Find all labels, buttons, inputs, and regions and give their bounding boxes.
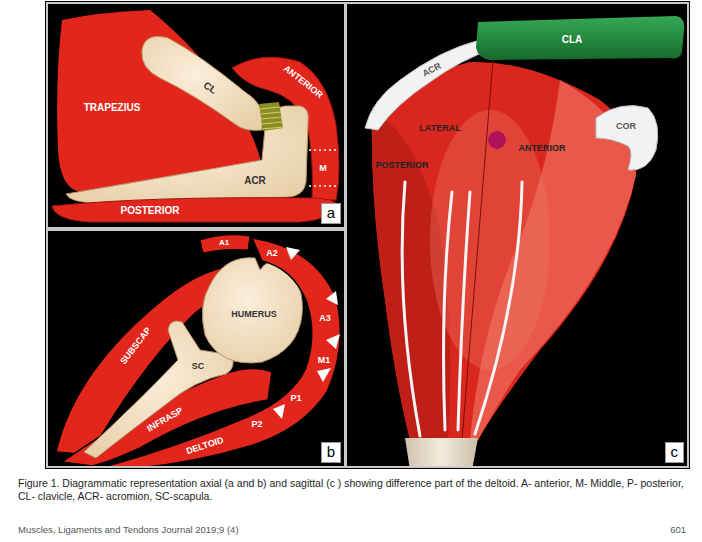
acromion-bone [365,40,495,130]
panel-letter: a [321,203,341,224]
middle-boundary [309,150,338,186]
tendon-line [475,182,522,434]
part-label: A3 [319,314,331,323]
tendon-line [444,192,452,430]
posterior-deltoid [52,198,338,222]
septa [273,247,340,419]
clavicle-bone [476,16,684,60]
trapezius-muscle [57,10,262,192]
part-label: POSTERIOR [375,161,428,170]
septum-marker [273,404,285,419]
part-label: P2 [251,420,262,429]
part-label: ANTERIOR [519,144,566,153]
figure-panel: b [46,229,346,468]
septum-marker [286,247,300,260]
deltoid-fragment [200,235,250,253]
tendon-line [402,182,420,436]
septum-marker [326,291,338,305]
septum-marker [317,368,331,382]
ac-joint [259,102,283,131]
part-label: CLA [562,35,583,45]
part-label: POSTERIOR [121,206,180,216]
part-label: A1 [219,239,229,247]
joint-fill [259,102,283,131]
tendons [402,182,522,436]
axial-view-upper [52,10,339,222]
part-label: P1 [290,394,301,403]
part-label: LATERAL [419,124,460,133]
joint-hatch [260,107,283,129]
clavicle-bone [142,37,262,131]
septum-marker [326,334,340,349]
part-label: M1 [318,356,331,365]
part-label: A2 [266,249,278,258]
part-label: COR [616,122,636,131]
origin-dot [488,131,506,149]
part-label: ACR [244,176,266,186]
humerus-shaft [405,438,478,467]
panel-letter: b [321,442,341,463]
sagittal-view [365,16,684,467]
part-label: SC [192,362,205,371]
figure-caption: Figure 1. Diagrammatic representation ax… [18,477,690,503]
footer-text: Muscles, Ligaments and Tendons Journal 2… [18,525,239,535]
tendon-line [458,192,470,430]
deltoid-muscle [92,238,340,467]
part-label: HUMERUS [231,310,277,319]
coracoid-bone [596,106,658,171]
part-label: M [319,164,327,173]
part-label: TRAPEZIUS [84,103,141,113]
axial-view-lower [56,235,340,467]
figure-ground [45,1,690,469]
figure-panel: a [46,2,346,229]
footer-text: 601 [670,525,686,535]
figure-panel: c [345,2,689,468]
panel-letter: c [665,442,685,463]
